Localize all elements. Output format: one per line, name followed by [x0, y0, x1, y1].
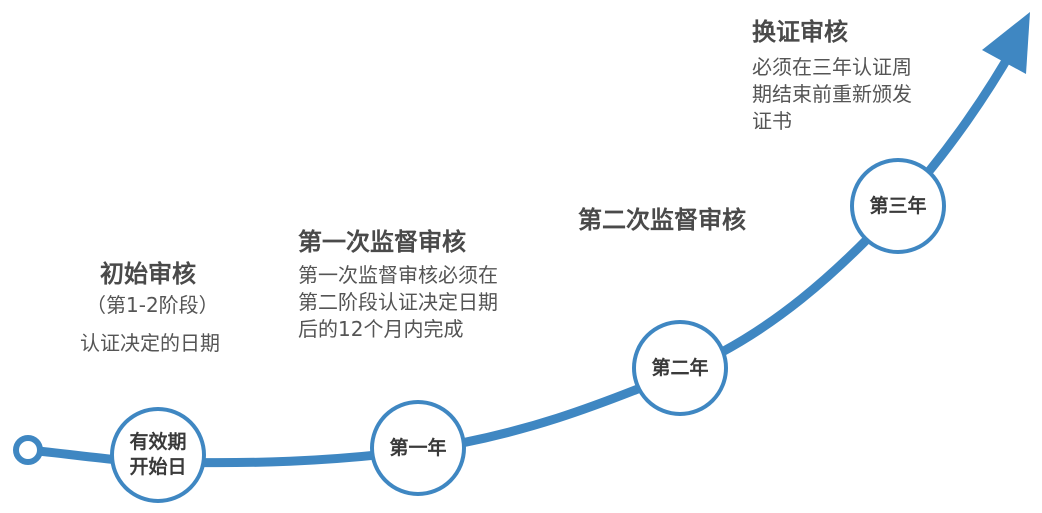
- initial-audit-subtitle: （第1-2阶段）: [86, 293, 219, 317]
- node-validity-start-line1: 有效期: [129, 431, 187, 453]
- start-dot-icon: [13, 435, 43, 465]
- arrow-head-icon: [982, 12, 1030, 74]
- renewal-audit-desc: 必须在三年认证周 期结束前重新颁发 证书: [752, 54, 912, 135]
- renewal-audit-title: 换证审核: [752, 18, 848, 46]
- renewal-audit-desc-line: 期结束前重新颁发: [752, 82, 912, 106]
- first-surveillance-desc: 第一次监督审核必须在 第二阶段认证决定日期 后的12个月内完成: [298, 262, 498, 343]
- renewal-audit-desc-line: 证书: [752, 109, 792, 133]
- node-year-3-label: 第三年: [869, 194, 927, 217]
- initial-audit-desc: 认证决定的日期: [80, 331, 220, 355]
- first-surveillance-title: 第一次监督审核: [298, 228, 466, 256]
- node-year-2-label: 第二年: [651, 356, 709, 379]
- first-surveillance-desc-line: 第一次监督审核必须在: [298, 263, 498, 287]
- first-surveillance-desc-line: 第二阶段认证决定日期: [298, 290, 498, 314]
- initial-audit-title: 初始审核: [100, 260, 196, 288]
- renewal-audit-desc-line: 必须在三年认证周: [752, 55, 912, 79]
- node-year-2: 第二年: [632, 320, 728, 416]
- node-validity-start-line2: 开始日: [129, 456, 187, 478]
- node-year-1: 第一年: [370, 400, 466, 496]
- node-year-3: 第三年: [850, 158, 946, 254]
- first-surveillance-desc-line: 后的12个月内完成: [298, 317, 464, 341]
- second-surveillance-title: 第二次监督审核: [578, 206, 746, 234]
- node-validity-start: 有效期 开始日: [110, 407, 206, 503]
- node-year-1-label: 第一年: [389, 436, 447, 459]
